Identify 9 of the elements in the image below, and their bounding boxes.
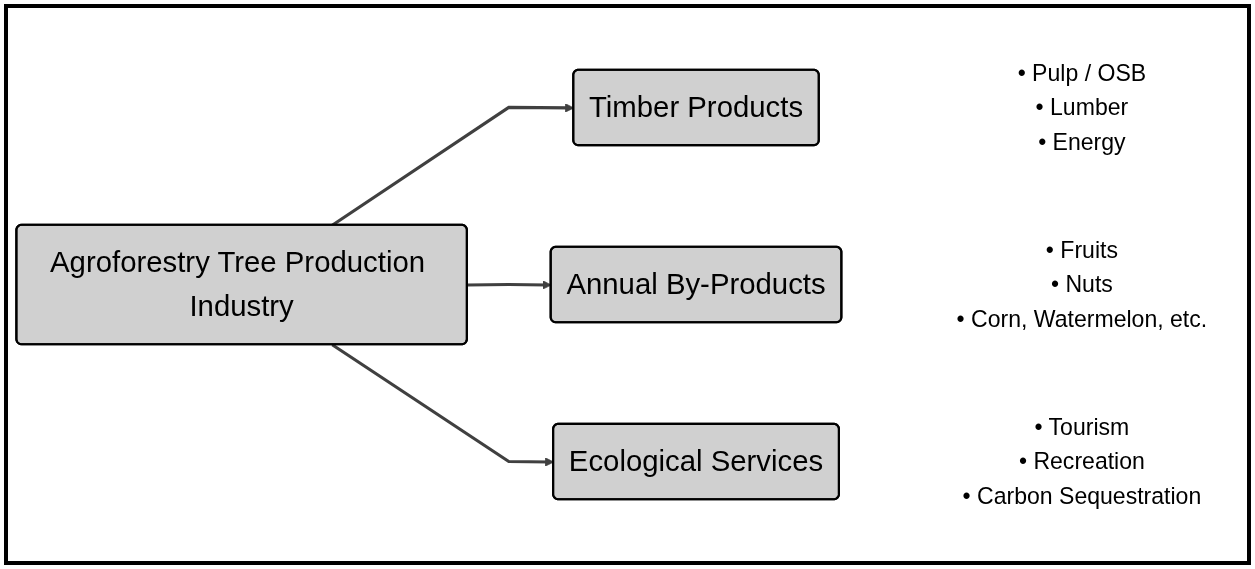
node-label: • Fruits bbox=[1045, 236, 1118, 264]
node-label: • Carbon Sequestration bbox=[962, 483, 1202, 510]
node-label: • Lumber bbox=[1035, 94, 1129, 121]
node-label: • Energy bbox=[1038, 128, 1126, 156]
node-label: • Recreation bbox=[1018, 448, 1145, 475]
node-label: • Nuts bbox=[1050, 271, 1113, 298]
node-label: • Corn, Watermelon, etc. bbox=[956, 305, 1208, 333]
node-label: • Pulp / OSB bbox=[1017, 59, 1147, 86]
node-label: • Tourism bbox=[1034, 413, 1130, 441]
